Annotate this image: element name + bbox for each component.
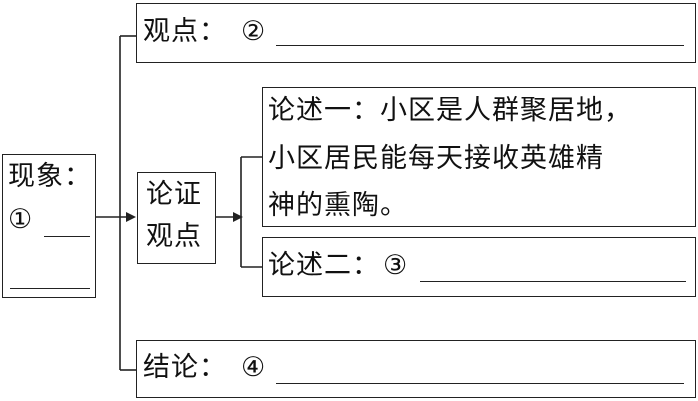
phenomenon-blank-1 [44,236,90,237]
phenomenon-marker: ① [8,204,34,235]
viewpoint-blank [276,45,684,46]
viewpoint-label: 观点： [143,16,227,47]
discussion1-line3: 神的熏陶。 [268,190,408,221]
conclusion-marker: ④ [241,352,267,383]
discussion2-blank [420,281,686,282]
discussion2-box [262,237,696,297]
argument-label-line1: 论证 [146,179,202,210]
phenomenon-label: 现象： [8,161,92,192]
arrow-head-argument [233,212,243,222]
discussion1-line1: 论述一：小区是人群聚居地， [268,95,632,126]
conclusion-blank [276,383,684,384]
phenomenon-blank-2 [10,288,90,289]
discussion1-box [262,87,696,227]
conclusion-label: 结论： [143,352,227,383]
viewpoint-box [136,3,696,63]
conclusion-box [136,340,696,398]
argument-box [137,172,216,264]
arrow-head-phenomenon [126,212,136,222]
phenomenon-box [2,154,96,298]
discussion2-label: 论述二： [268,250,380,281]
discussion2-marker: ③ [383,250,409,281]
viewpoint-marker: ② [241,16,267,47]
argument-label-line2: 观点 [146,221,202,252]
discussion1-line2: 小区居民能每天接收英雄精 [268,143,604,174]
